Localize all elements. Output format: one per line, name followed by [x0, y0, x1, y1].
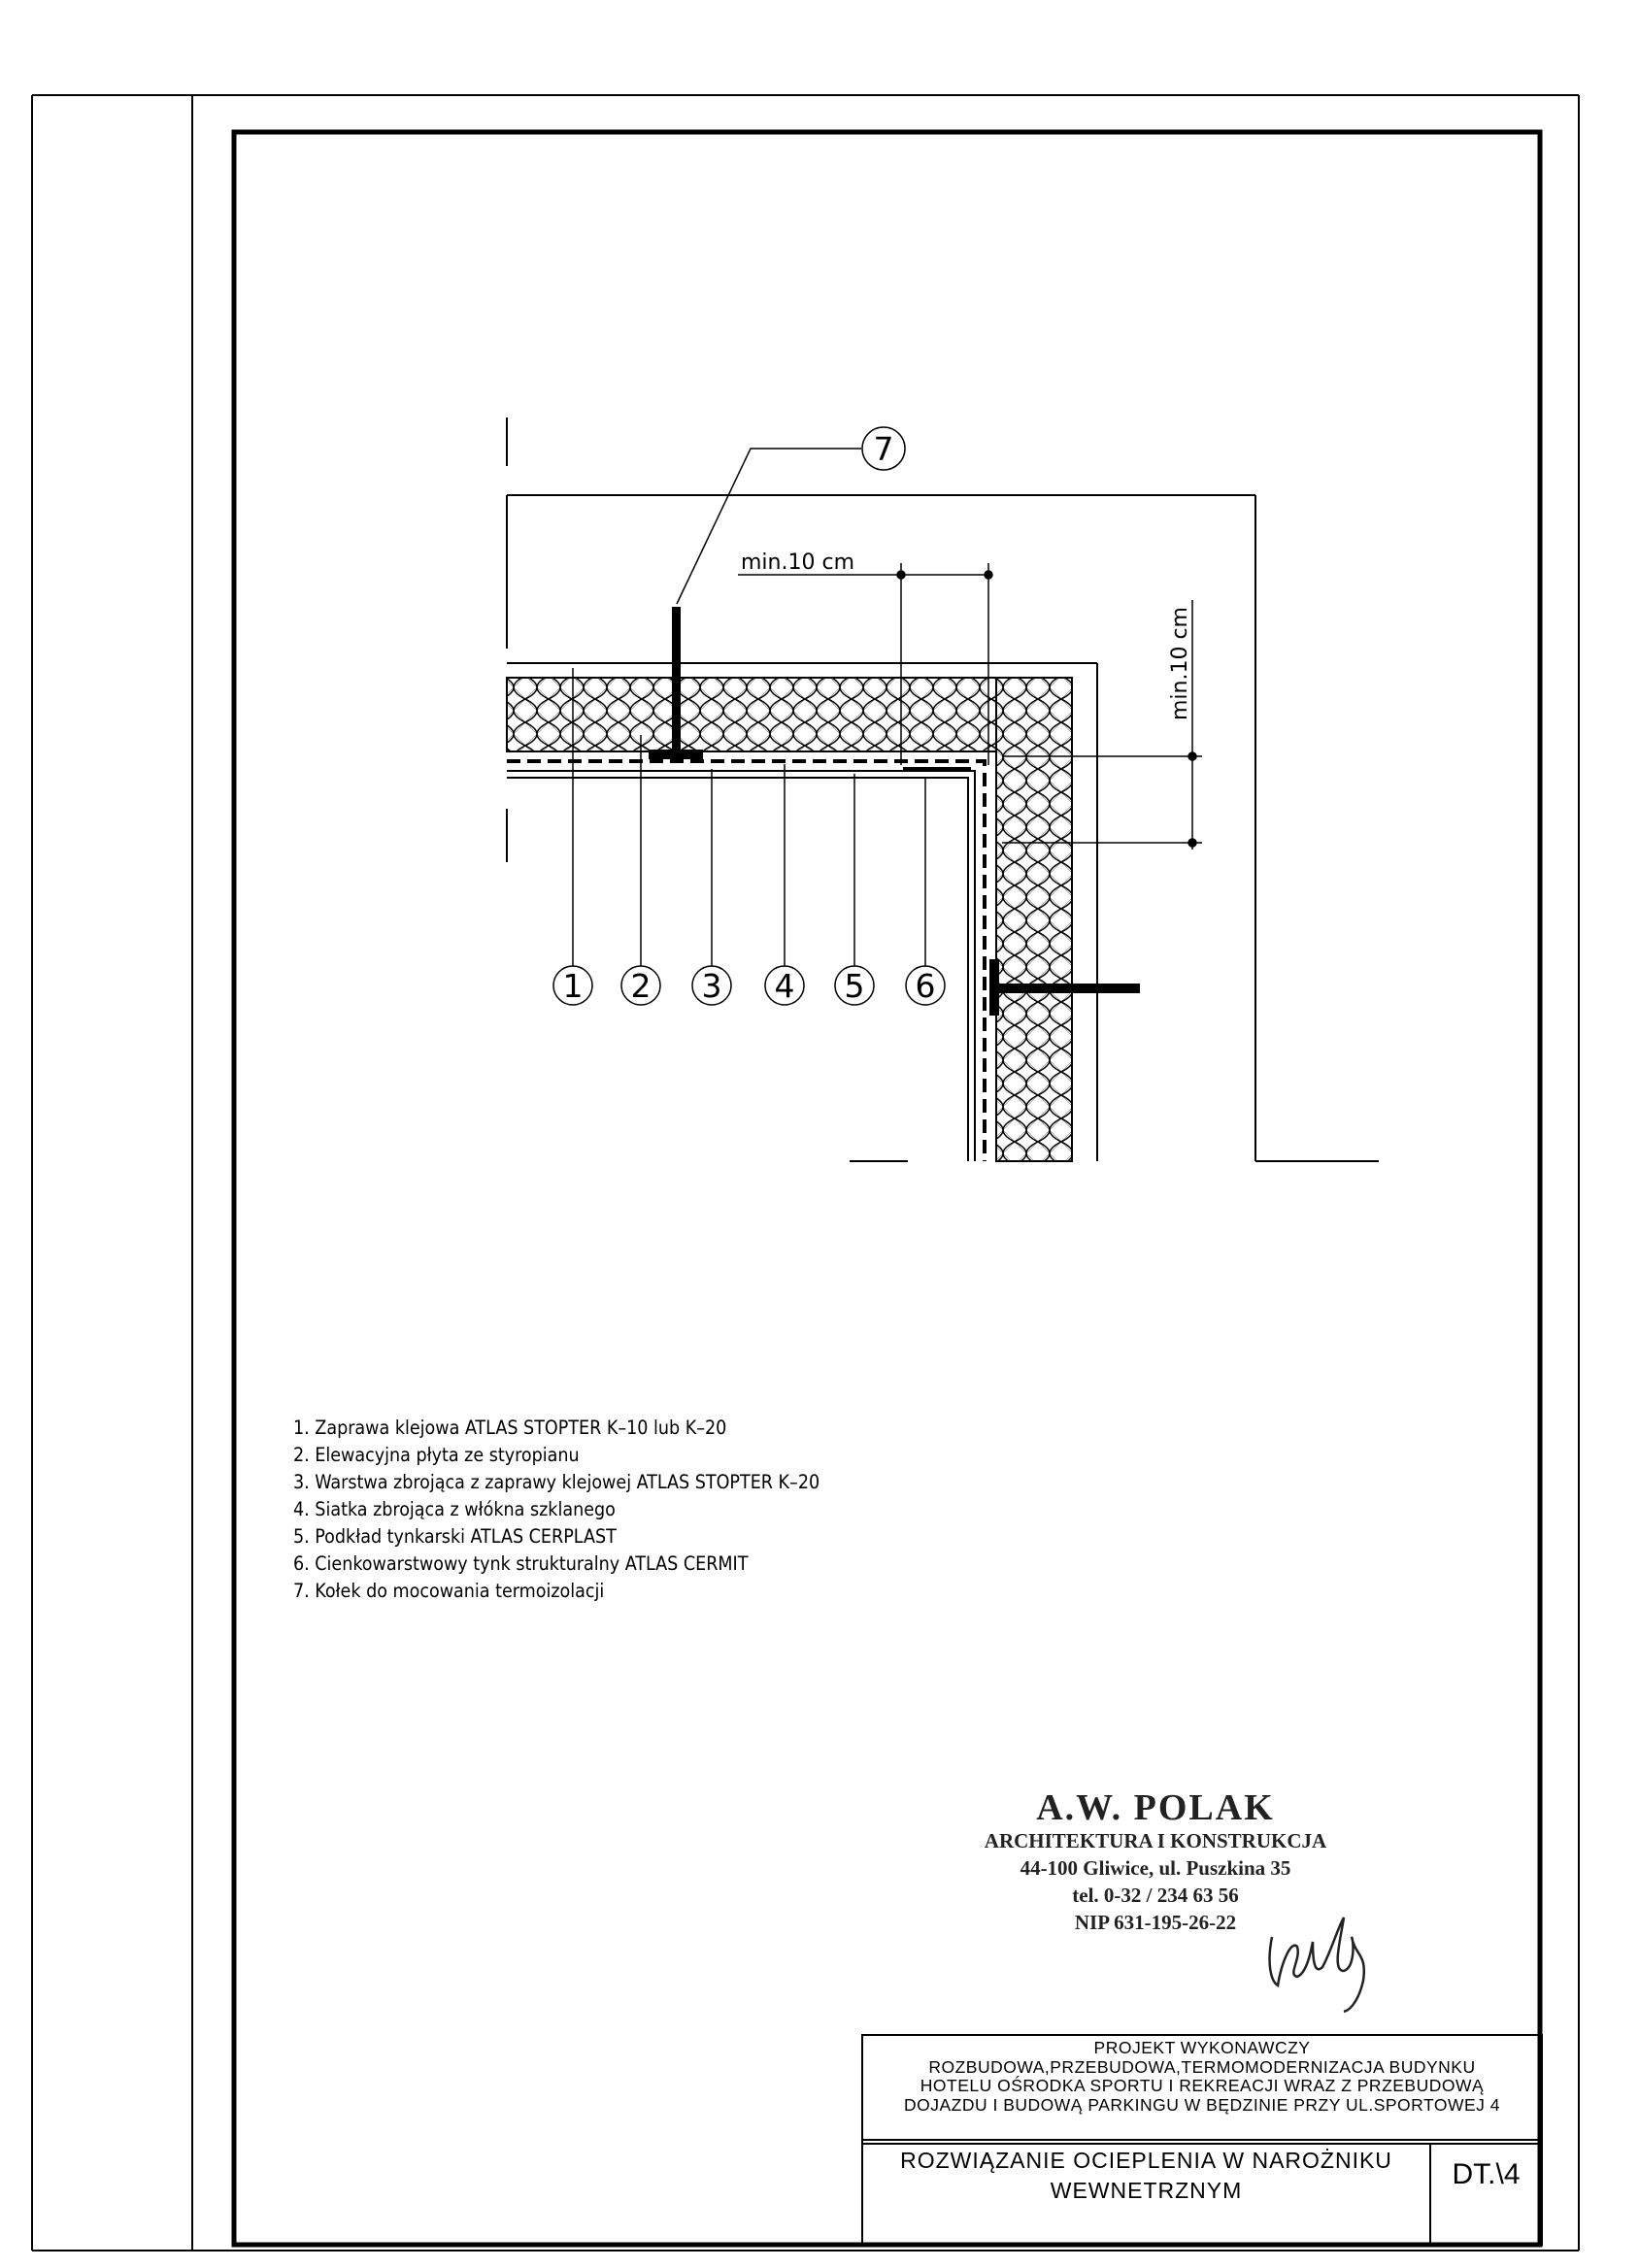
legend-item: 3. Warstwa zbrojąca z zaprawy klejowej A… [293, 1471, 820, 1493]
anchor-side [989, 959, 1140, 1016]
sheet-frame [31, 94, 1580, 2251]
project-line: HOTELU OŚRODKA SPORTU I REKREACJI WRAZ Z… [920, 2076, 1485, 2095]
svg-text:3: 3 [702, 967, 722, 1005]
stamp-address: 44-100 Gliwice, ul. Puszkina 35 [1020, 1856, 1291, 1880]
callout-circle-5: 5 [834, 965, 875, 1006]
svg-text:1: 1 [563, 967, 584, 1005]
callout-circle-7: 7 [861, 426, 906, 471]
legend-item: 2. Elewacyjna płyta ze styropianu [293, 1444, 580, 1466]
svg-text:6: 6 [916, 967, 936, 1005]
legend: 1. Zaprawa klejowa ATLAS STOPTER K–10 lu… [293, 1415, 820, 1605]
svg-text:7: 7 [874, 430, 894, 468]
finish-layers [507, 750, 997, 1161]
drawing-title-line: WEWNETRZNYM [1050, 2178, 1243, 2203]
insulation-layer [506, 677, 1073, 1162]
drawing-number: DT.\4 [1452, 2158, 1521, 2190]
anchor-top [649, 607, 703, 759]
company-stamp: A.W. POLAK ARCHITEKTURA I KONSTRUKCJA 44… [932, 1788, 1379, 1936]
dimension-horizontal [738, 563, 993, 765]
callout-circle-6: 6 [905, 965, 946, 1006]
legend-item: 6. Cienkowarstwowy tynk strukturalny ATL… [293, 1552, 749, 1575]
svg-text:5: 5 [845, 967, 865, 1005]
legend-item: 1. Zaprawa klejowa ATLAS STOPTER K–10 lu… [293, 1417, 727, 1439]
project-line: PROJEKT WYKONAWCZY [1093, 2038, 1311, 2057]
title-block: PROJEKT WYKONAWCZY ROZBUDOWA,PRZEBUDOWA,… [862, 2035, 1542, 2245]
callout-circle-1: 1 [552, 965, 593, 1006]
dimension-vertical-label: min.10 cm [1168, 607, 1192, 720]
signature [1268, 1917, 1366, 2014]
drawing-title-line: ROZWIĄZANIE OCIEPLENIA W NAROŻNIKU [900, 2148, 1392, 2173]
project-line: DOJAZDU I BUDOWĄ PARKINGU W BĘDZINIE PRZ… [903, 2094, 1500, 2115]
dimension-vertical [1002, 600, 1202, 850]
stamp-phone: tel. 0-32 / 234 63 56 [1072, 1884, 1239, 1907]
callout-circle-3: 3 [691, 965, 732, 1006]
wall-outline [506, 417, 1379, 1162]
leader-lines [572, 448, 926, 966]
dimension-horizontal-label: min.10 cm [741, 550, 854, 575]
project-line: ROZBUDOWA,PRZEBUDOWA,TERMOMODERNIZACJA B… [928, 2056, 1476, 2077]
title-block-grid [861, 2034, 1543, 2246]
callout-circle-4: 4 [764, 965, 805, 1006]
svg-text:4: 4 [775, 967, 795, 1005]
project-description: PROJEKT WYKONAWCZY ROZBUDOWA,PRZEBUDOWA,… [862, 2038, 1542, 2115]
stamp-subtitle: ARCHITEKTURA I KONSTRUKCJA [984, 1829, 1327, 1852]
stamp-nip: NIP 631-195-26-22 [1074, 1911, 1237, 1934]
legend-item: 4. Siatka zbrojąca z włókna szklanego [293, 1498, 616, 1520]
stamp-firm-name: A.W. POLAK [1036, 1787, 1275, 1828]
callout-circle-2: 2 [620, 965, 661, 1006]
legend-item: 5. Podkład tynkarski ATLAS CERPLAST [293, 1525, 617, 1548]
drawing-title: ROZWIĄZANIE OCIEPLENIA W NAROŻNIKU WEWNE… [862, 2146, 1430, 2206]
svg-text:2: 2 [631, 967, 652, 1005]
legend-item: 7. Kołek do mocowania termoizolacji [293, 1580, 605, 1602]
